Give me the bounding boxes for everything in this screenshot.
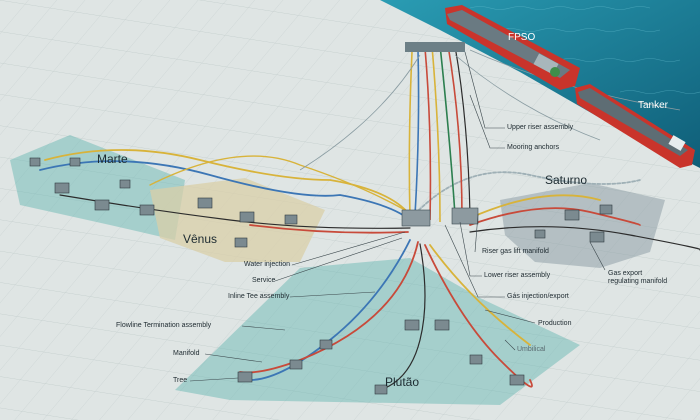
water-injection-callout: Water injection bbox=[244, 261, 291, 268]
riser-gas-lift-manifold bbox=[451, 207, 479, 225]
tree-callout: Tree bbox=[173, 377, 188, 384]
riser-gas-lift-manifold-callout: Riser gas lift manifold bbox=[482, 248, 549, 255]
plutao-label: Plutão bbox=[385, 375, 420, 389]
inline-tee-assembly-callout: Inline Tee assembly bbox=[228, 293, 290, 300]
flowlines bbox=[39, 149, 700, 391]
flowline-termination-assembly-callout: Flowline Termination assembly bbox=[116, 322, 212, 329]
callout-leaders bbox=[189, 51, 606, 382]
tanker-label: Tanker bbox=[638, 100, 669, 111]
venus-label: Vênus bbox=[183, 232, 218, 246]
marte-label: Marte bbox=[97, 152, 128, 166]
tanker-vessel bbox=[575, 84, 695, 168]
saturno-zone bbox=[500, 183, 665, 268]
fpso-label: FPSO bbox=[508, 32, 536, 43]
fpso-vessel bbox=[445, 5, 580, 90]
umbilical-callout: Umbilical bbox=[517, 346, 546, 353]
subsea-equipment bbox=[29, 157, 613, 395]
service-callout: Service bbox=[252, 277, 276, 284]
risers bbox=[408, 44, 471, 223]
saturno-label: Saturno bbox=[545, 173, 588, 187]
gas-export-manifold-line1: Gas export bbox=[608, 270, 643, 277]
sea-waves bbox=[469, 6, 700, 94]
upper-riser-assembly bbox=[405, 42, 465, 52]
gas-injection-export-callout: Gás injection/export bbox=[507, 293, 569, 300]
lower-riser-assembly-callout: Lower riser assembly bbox=[484, 272, 551, 279]
production-callout: Production bbox=[538, 320, 572, 327]
gas-export-manifold-line2: regulating manifold bbox=[608, 277, 668, 285]
manifold-callout: Manifold bbox=[173, 350, 200, 357]
upper-riser-assembly-callout: Upper riser assembly bbox=[507, 124, 574, 131]
lower-riser-assembly-left bbox=[401, 209, 431, 227]
gas-export-manifold-callout: Gas export regulating manifold bbox=[608, 270, 667, 285]
venus-zone bbox=[150, 178, 325, 262]
mooring-anchors-callout: Mooring anchors bbox=[507, 144, 560, 151]
